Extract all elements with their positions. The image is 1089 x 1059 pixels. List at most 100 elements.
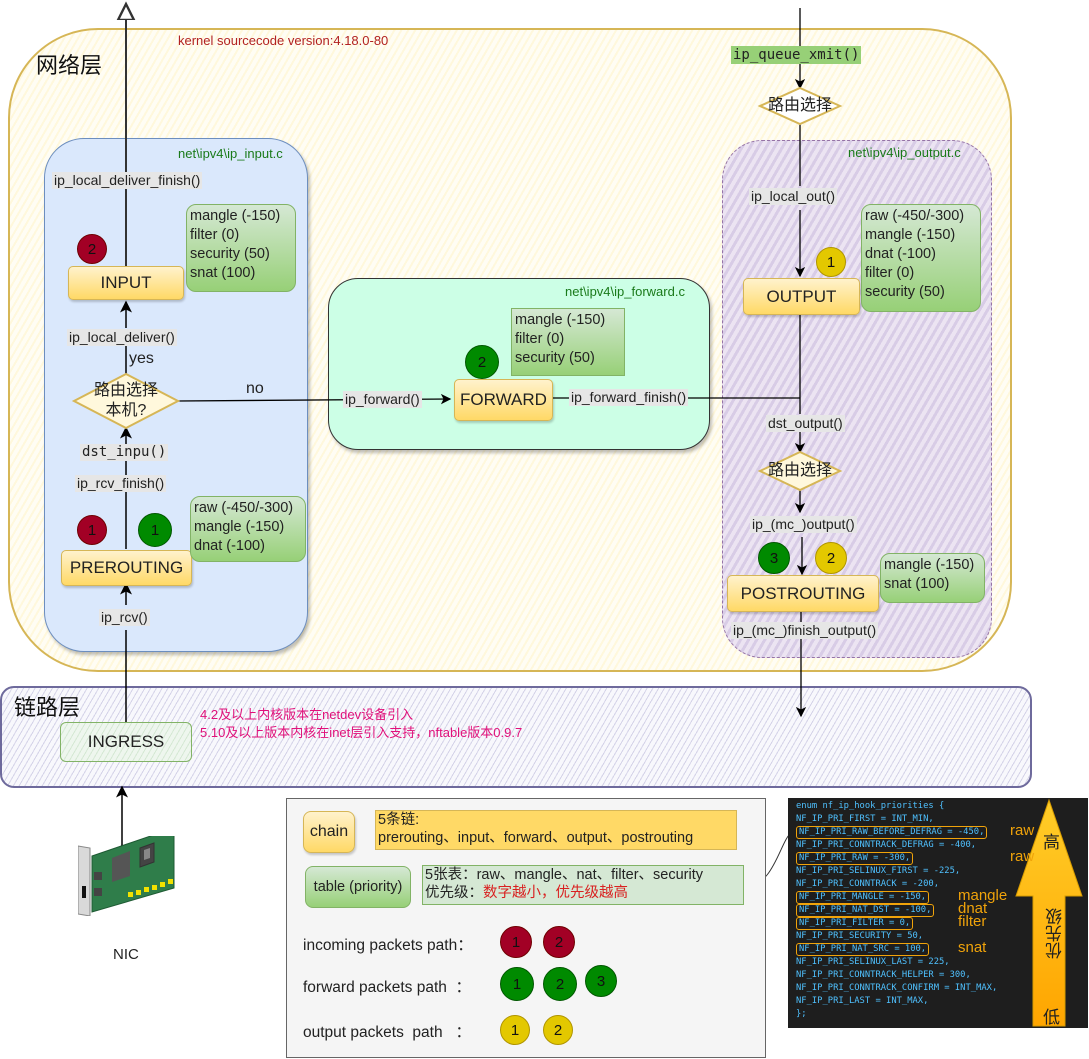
nic-label: NIC [113, 946, 139, 963]
code-line: NF_IP_PRI_CONNTRACK_CONFIRM = INT_MAX, [796, 982, 997, 995]
fn-ip-forward-finish: ip_forward_finish() [569, 389, 689, 406]
output-table-item: security (50) [865, 284, 945, 300]
route-decision-line: 路由选择 [93, 382, 158, 399]
output-tables: raw (-450/-300) mangle (-150) dnat (-100… [861, 204, 981, 312]
incoming-step-2-badge: 2 [77, 234, 107, 264]
code-highlighted-text: NF_IP_PRI_RAW_BEFORE_DEFRAG = -450, [796, 826, 988, 839]
code-line: NF_IP_PRI_NAT_SRC = 100, [796, 943, 997, 956]
priority-rule: 数字越小，优先级越高 [483, 885, 628, 901]
code-line: NF_IP_PRI_MANGLE = -150, [796, 891, 997, 904]
code-line: NF_IP_PRI_SECURITY = 50, [796, 930, 997, 943]
code-tag-raw: raw [1010, 822, 1035, 839]
ingress-notes: 4.2及以上内核版本在netdev设备引入 5.10及以上版本内核在inet层引… [200, 706, 522, 742]
code-line: NF_IP_PRI_NAT_DST = -100, [796, 904, 997, 917]
code-text: }; [796, 1009, 807, 1019]
code-text: enum nf_ip_hook_priorities { [796, 801, 945, 811]
code-text: NF_IP_PRI_CONNTRACK_HELPER = 300, [796, 970, 971, 980]
legend-forward-step: 3 [585, 965, 617, 997]
input-table-item: filter (0) [190, 227, 240, 243]
branch-no-label: no [246, 380, 264, 397]
code-lines: enum nf_ip_hook_priorities { NF_IP_PRI_FI… [796, 800, 997, 1021]
prerouting-table-item: dnat (-100) [194, 538, 265, 554]
legend-chain-desc-line: 5条链: [378, 812, 420, 828]
code-tag-dnat: dnat [958, 900, 988, 917]
legend-chain-desc-line: prerouting、input、forward、output、postrout… [378, 830, 694, 846]
legend-table-swatch: table (priority) [305, 866, 411, 908]
priority-low-label: 低 [1043, 1008, 1060, 1027]
chain-output: OUTPUT [743, 278, 860, 315]
code-tag-filter: filter [958, 913, 987, 930]
output-step-1-badge: 1 [816, 247, 846, 277]
legend-output-step: 1 [500, 1015, 530, 1045]
fn-dst-input: dst_inpu() [80, 444, 169, 461]
ip-output-file-label: net\ipv4\ip_output.c [848, 145, 961, 160]
code-line: NF_IP_PRI_FILTER = 0, [796, 917, 997, 930]
chain-forward: FORWARD [454, 379, 553, 421]
code-tag-mangle: mangle [958, 887, 1008, 904]
code-tag-raw: raw [1010, 848, 1035, 865]
output-table-item: dnat (-100) [865, 246, 936, 262]
postrouting-tables: mangle (-150) snat (100) [880, 553, 985, 603]
kernel-version-note: kernel sourcecode version:4.18.0-80 [178, 33, 389, 48]
legend-forward-step: 2 [543, 967, 577, 1001]
priority-enum-code-panel: enum nf_ip_hook_priorities { NF_IP_PRI_FI… [788, 798, 1088, 1028]
legend-forward-step: 1 [500, 967, 534, 1001]
code-text: NF_IP_PRI_FIRST = INT_MIN, [796, 814, 934, 824]
legend-forward-path-label: forward packets path ： [303, 979, 471, 996]
fn-ip-queue-xmit: ip_queue_xmit() [731, 46, 862, 64]
legend-chain-swatch: chain [303, 811, 355, 853]
code-highlighted-text: NF_IP_PRI_MANGLE = -150, [796, 891, 930, 904]
forward-table-item: mangle (-150) [515, 312, 606, 328]
forward-step-1-badge: 1 [138, 513, 172, 547]
prerouting-table-item: raw (-450/-300) [194, 500, 294, 516]
code-highlighted-text: NF_IP_PRI_NAT_DST = -100, [796, 904, 935, 917]
chain-input: INPUT [68, 266, 184, 300]
branch-yes-label: yes [129, 350, 154, 367]
route-decision-input-label: 路由选择 本机? [76, 381, 176, 421]
route-decision-output-label: 路由选择 [767, 462, 832, 479]
forward-step-2-badge: 2 [465, 345, 499, 379]
legend-table-desc-line: 5张表：raw、mangle、nat、filter、security [425, 867, 703, 883]
route-decision-output-top-label: 路由选择 [767, 97, 832, 114]
fn-ip-rcv-finish: ip_rcv_finish() [75, 475, 167, 492]
legend-output-step: 2 [543, 1015, 573, 1045]
code-line: NF_IP_PRI_CONNTRACK = -200, [796, 878, 997, 891]
code-line: NF_IP_PRI_SELINUX_LAST = 225, [796, 956, 997, 969]
fn-ip-forward: ip_forward() [343, 391, 422, 408]
fn-ip-local-out: ip_local_out() [749, 188, 838, 205]
link-layer-title: 链路层 [14, 695, 81, 720]
forward-tables: mangle (-150) filter (0) security (50) [511, 308, 625, 376]
input-table-item: mangle (-150) [190, 208, 281, 224]
fn-ip-mc-finish-output: ip_(mc_)finish_output() [731, 622, 879, 639]
code-text: NF_IP_PRI_LAST = INT_MAX, [796, 996, 929, 1006]
code-line: NF_IP_PRI_CONNTRACK_DEFRAG = -400, [796, 839, 997, 852]
code-line: NF_IP_PRI_FIRST = INT_MIN, [796, 813, 997, 826]
code-text: NF_IP_PRI_SELINUX_FIRST = -225, [796, 866, 961, 876]
priority-high-label: 高 [1043, 833, 1060, 852]
postrouting-table-item: mangle (-150) [884, 557, 975, 573]
incoming-step-1-badge: 1 [77, 515, 107, 545]
code-highlighted-text: NF_IP_PRI_NAT_SRC = 100, [796, 943, 930, 956]
fn-ip-local-deliver: ip_local_deliver() [67, 329, 177, 346]
postrouting-table-item: snat (100) [884, 576, 950, 592]
code-text: NF_IP_PRI_SECURITY = 50, [796, 931, 924, 941]
code-line: NF_IP_PRI_RAW = -300, [796, 852, 997, 865]
legend-table-description: 5张表：raw、mangle、nat、filter、security 优先级：数… [422, 865, 744, 905]
prerouting-table-item: mangle (-150) [194, 519, 285, 535]
legend-chain-description: 5条链: prerouting、input、forward、output、pos… [375, 810, 737, 850]
ingress-hook: INGRESS [60, 722, 192, 762]
code-text: NF_IP_PRI_CONNTRACK_DEFRAG = -400, [796, 840, 977, 850]
legend-output-path-label: output packets path ： [303, 1024, 472, 1041]
code-line: }; [796, 1008, 997, 1021]
code-line: NF_IP_PRI_LAST = INT_MAX, [796, 995, 997, 1008]
forward-table-item: security (50) [515, 350, 595, 366]
input-tables: mangle (-150) filter (0) security (50) s… [186, 204, 296, 292]
output-table-item: filter (0) [865, 265, 915, 281]
code-line: enum nf_ip_hook_priorities { [796, 800, 997, 813]
ip-forward-file-label: net\ipv4\ip_forward.c [565, 284, 685, 299]
fn-dst-output: dst_output() [766, 415, 845, 432]
priority-arrow-icon [1014, 798, 1084, 1028]
chain-prerouting: PREROUTING [61, 550, 192, 586]
fn-ip-rcv: ip_rcv() [99, 609, 150, 626]
code-tag-snat: snat [958, 939, 987, 956]
